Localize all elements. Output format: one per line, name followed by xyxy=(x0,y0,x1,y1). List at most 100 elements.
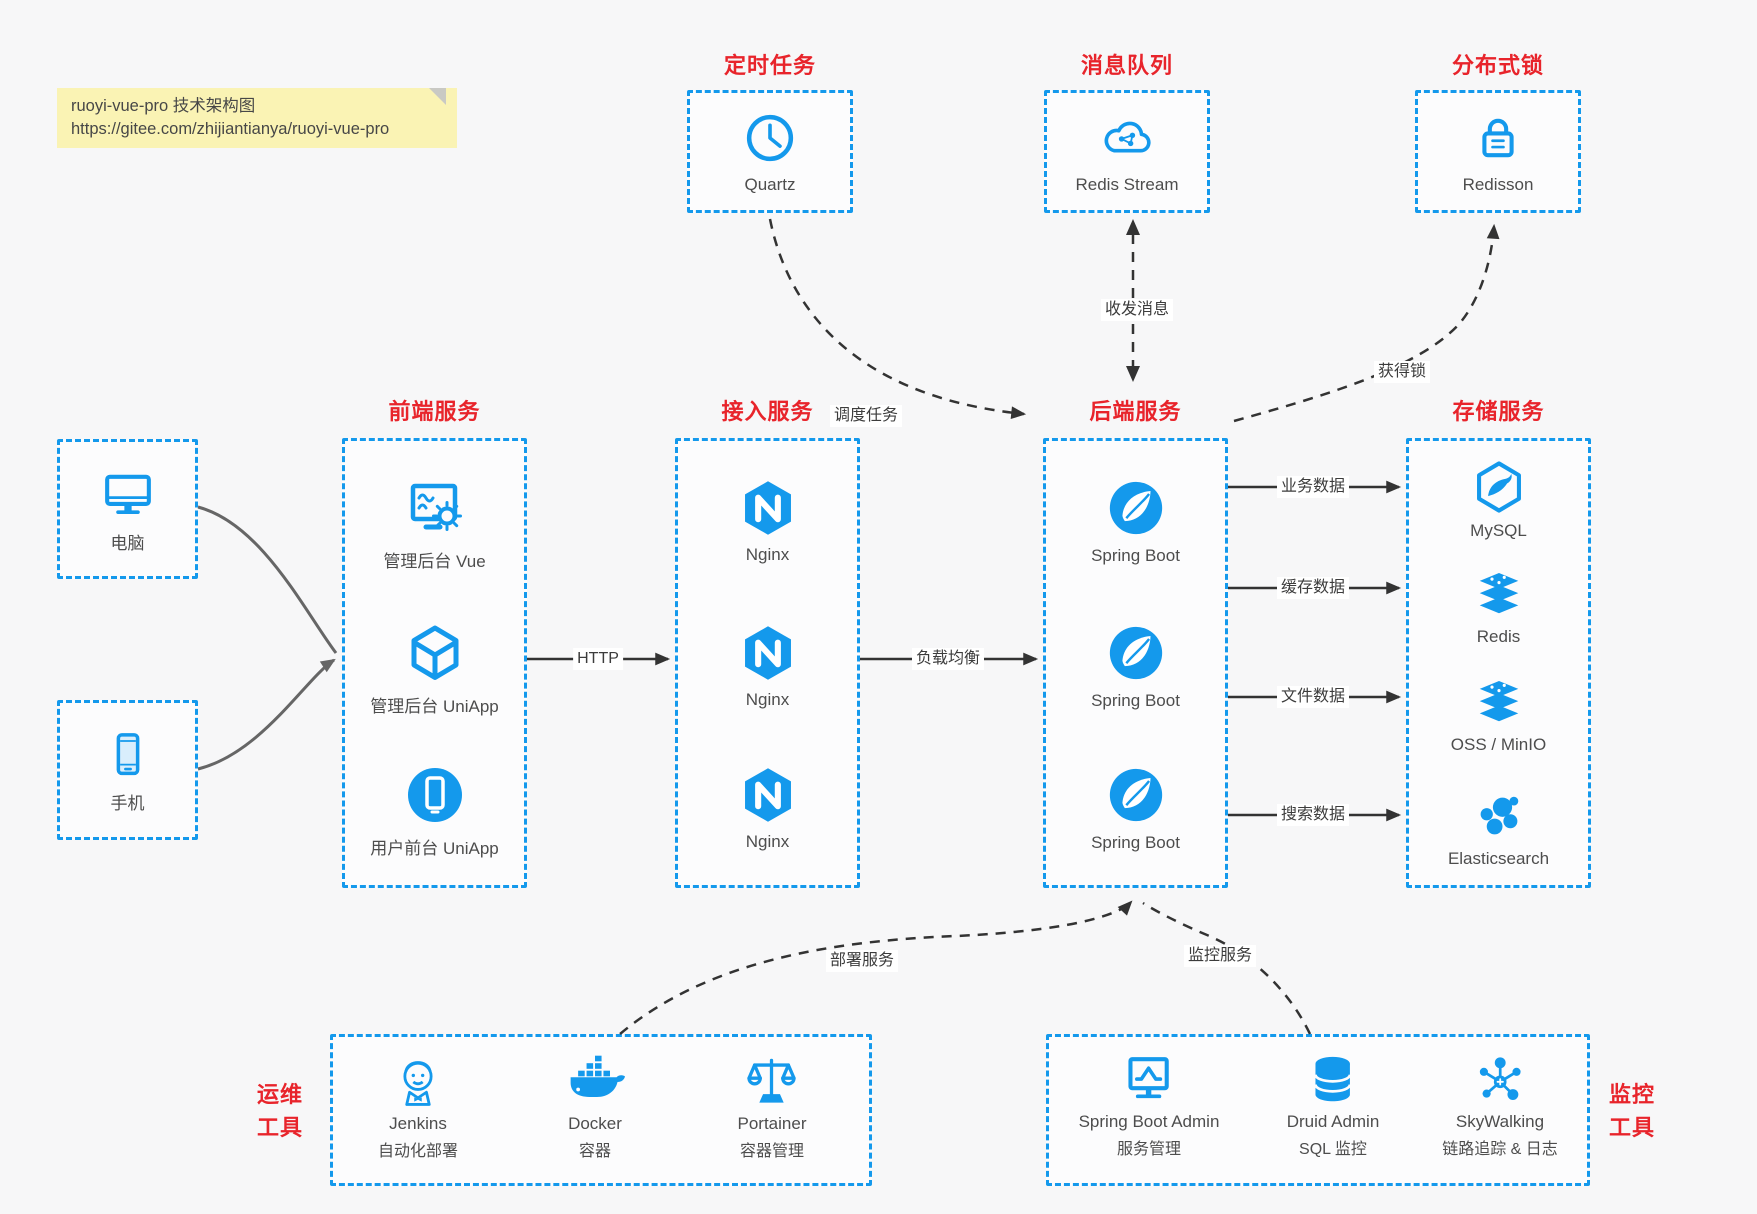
edge-label-file-data: 文件数据 xyxy=(1276,686,1350,708)
backend-item-label: Spring Boot xyxy=(1091,691,1180,710)
mobile-client-label: 手机 xyxy=(110,793,145,813)
edge-label-message: 收发消息 xyxy=(1100,299,1174,321)
edge-message-arrowhead-down xyxy=(1126,366,1140,382)
monitoring-item-name: Druid Admin xyxy=(1286,1112,1380,1131)
sticky-note: ruoyi-vue-pro 技术架构图 https://gitee.com/zh… xyxy=(57,88,457,148)
title-message-queue: 消息队列 xyxy=(1080,53,1173,78)
mobile-app-circle-icon xyxy=(407,768,462,822)
redisson-label: Redisson xyxy=(1462,174,1534,194)
frontend-box: 管理后台 Vue 管理后台 UniApp 用户前台 UniApp xyxy=(342,438,527,888)
topology-icon xyxy=(1479,1057,1521,1100)
ops-item-portainer: Portainer 容器管理 xyxy=(737,1051,807,1161)
redis-stream-label: Redis Stream xyxy=(1075,174,1179,194)
edge-label-acquire-lock: 获得锁 xyxy=(1373,361,1431,383)
mobile-client-box: 手机 xyxy=(57,700,198,840)
frontend-item-admin-uniapp: 管理后台 UniApp xyxy=(345,621,524,717)
ops-item-jenkins: Jenkins 自动化部署 xyxy=(378,1051,458,1161)
nginx-hexagon-icon xyxy=(744,768,791,822)
spring-boot-icon xyxy=(1109,626,1162,680)
edge-mobile-to-frontend xyxy=(197,658,336,771)
storage-item-label: OSS / MinIO xyxy=(1450,735,1547,754)
note-url: https://gitee.com/zhijiantianya/ruoyi-vu… xyxy=(71,120,390,138)
ops-item-name: Portainer xyxy=(737,1114,807,1133)
monitoring-item-name: SkyWalking xyxy=(1455,1112,1545,1131)
ops-item-name: Jenkins xyxy=(389,1114,447,1133)
monitoring-item-name: Spring Boot Admin xyxy=(1078,1112,1220,1131)
ops-tools-title-line2: 工具 xyxy=(256,1115,303,1140)
backend-item-springboot-2: Spring Boot xyxy=(1046,622,1225,711)
ops-item-docker: Docker 容器 xyxy=(565,1051,625,1161)
title-scheduled-tasks: 定时任务 xyxy=(723,53,816,78)
gateway-item-nginx-1: Nginx xyxy=(678,478,857,565)
edge-label-deploy: 部署服务 xyxy=(825,950,899,972)
scales-icon xyxy=(747,1058,797,1103)
quartz-box: Quartz xyxy=(687,90,853,213)
gateway-item-label: Nginx xyxy=(745,690,790,709)
redis-stream-box: Redis Stream xyxy=(1044,90,1210,213)
ops-tools-box: Jenkins 自动化部署 Docker 容器 xyxy=(330,1034,872,1186)
cube-icon xyxy=(411,625,458,680)
gateway-item-label: Nginx xyxy=(745,832,790,851)
frontend-item-label: 管理后台 UniApp xyxy=(370,697,499,716)
redis-stack-icon xyxy=(1479,573,1518,614)
edge-label-monitor: 监控服务 xyxy=(1183,945,1257,967)
gateway-item-nginx-3: Nginx xyxy=(678,765,857,852)
note-title: ruoyi-vue-pro 技术架构图 xyxy=(71,97,256,115)
monitoring-item-skywalking: SkyWalking 链路追踪 & 日志 xyxy=(1442,1051,1558,1159)
gateway-item-nginx-2: Nginx xyxy=(678,623,857,710)
frontend-item-user-uniapp: 用户前台 UniApp xyxy=(345,763,524,859)
pc-client-label: 电脑 xyxy=(110,533,145,553)
storage-item-oss-minio: OSS / MinIO xyxy=(1409,674,1588,755)
quartz-label: Quartz xyxy=(744,174,796,194)
backend-item-label: Spring Boot xyxy=(1091,546,1180,565)
ops-item-desc: 容器 xyxy=(578,1143,611,1160)
mysql-icon xyxy=(1476,461,1521,513)
ops-item-desc: 容器管理 xyxy=(739,1143,805,1160)
docker-whale-icon xyxy=(570,1055,625,1097)
spring-boot-icon xyxy=(1109,481,1162,535)
redisson-box: Redisson xyxy=(1415,90,1581,213)
lock-icon xyxy=(1482,118,1514,157)
ops-item-desc: 自动化部署 xyxy=(377,1143,459,1160)
storage-item-mysql: MySQL xyxy=(1409,458,1588,541)
monitoring-item-desc: 链路追踪 & 日志 xyxy=(1442,1141,1558,1158)
admin-dashboard-icon xyxy=(410,483,462,531)
title-storage-services: 存储服务 xyxy=(1452,399,1545,424)
storage-item-elasticsearch: Elasticsearch xyxy=(1409,788,1588,869)
monitoring-tools-title: 监控 工具 xyxy=(1600,1078,1664,1144)
backend-item-label: Spring Boot xyxy=(1091,833,1180,852)
database-icon xyxy=(1314,1056,1352,1102)
frontend-item-admin-vue: 管理后台 Vue xyxy=(345,476,524,572)
backend-box: Spring Boot Spring Boot Spring Boot xyxy=(1043,438,1228,888)
backend-item-springboot-3: Spring Boot xyxy=(1046,764,1225,853)
title-backend-services: 后端服务 xyxy=(1089,399,1182,424)
monitoring-tools-title-line1: 监控 xyxy=(1608,1082,1655,1107)
nginx-hexagon-icon xyxy=(744,481,791,535)
title-distributed-lock: 分布式锁 xyxy=(1451,53,1544,78)
edge-message-arrowhead-up xyxy=(1126,219,1140,235)
frontend-item-label: 用户前台 UniApp xyxy=(370,839,499,858)
edge-label-http: HTTP xyxy=(573,648,623,670)
gateway-box: Nginx Nginx Nginx xyxy=(675,438,860,888)
clock-icon xyxy=(746,114,794,161)
monitoring-tools-title-line2: 工具 xyxy=(1608,1115,1655,1140)
monitoring-item-desc: 服务管理 xyxy=(1116,1141,1181,1158)
monitor-chart-icon xyxy=(1128,1057,1170,1099)
nginx-hexagon-icon xyxy=(744,626,791,680)
edge-label-cache-data: 缓存数据 xyxy=(1276,577,1350,599)
edge-label-business-data: 业务数据 xyxy=(1276,476,1350,498)
edge-acquire-lock-curve xyxy=(1233,223,1500,423)
desktop-icon xyxy=(104,474,151,514)
monitoring-tools-box: Spring Boot Admin 服务管理 Druid Admin SQL 监… xyxy=(1046,1034,1590,1186)
edge-schedule-curve xyxy=(768,218,1027,420)
storage-item-redis: Redis xyxy=(1409,566,1588,647)
storage-item-label: MySQL xyxy=(1470,521,1527,540)
elasticsearch-cluster-icon xyxy=(1480,796,1518,835)
frontend-item-label: 管理后台 Vue xyxy=(383,552,486,571)
monitoring-item-sba: Spring Boot Admin 服务管理 xyxy=(1078,1051,1220,1159)
edge-label-schedule: 调度任务 xyxy=(829,405,903,427)
cloud-network-icon xyxy=(1104,121,1151,153)
monitoring-item-desc: SQL 监控 xyxy=(1299,1141,1367,1158)
storage-item-label: Elasticsearch xyxy=(1447,849,1550,868)
